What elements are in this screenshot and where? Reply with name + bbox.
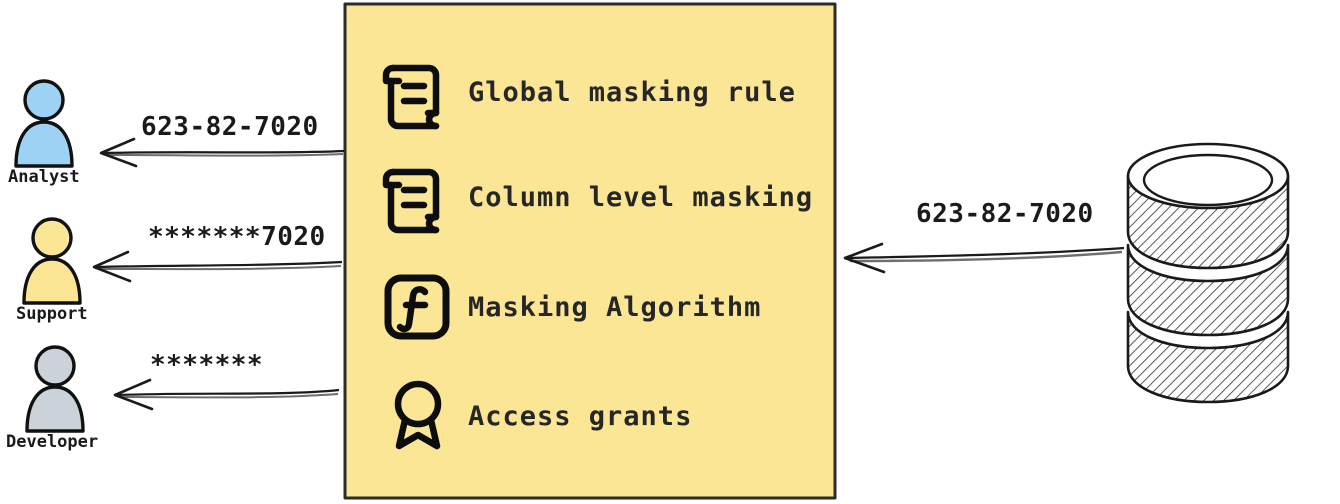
scroll-icon xyxy=(382,168,440,234)
masking-policy-panel: Global masking rule Column level masking xyxy=(343,2,837,500)
policy-item-global-masking-rule[interactable]: Global masking rule xyxy=(382,64,796,130)
actor-label: Developer xyxy=(6,432,98,452)
flow-label-developer: ******* xyxy=(150,350,263,380)
actor-label: Support xyxy=(16,304,88,324)
policy-item-column-level-masking[interactable]: Column level masking xyxy=(382,168,813,234)
function-icon xyxy=(384,274,450,340)
flow-arrow-support xyxy=(92,250,343,283)
database-icon[interactable] xyxy=(1126,142,1290,404)
person-icon xyxy=(25,345,85,433)
policy-item-label: Access grants xyxy=(468,401,692,432)
actor-analyst[interactable]: Analyst xyxy=(8,79,80,187)
policy-item-masking-algorithm[interactable]: Masking Algorithm xyxy=(384,274,761,340)
person-icon xyxy=(22,217,82,305)
policy-item-access-grants[interactable]: Access grants xyxy=(394,380,692,450)
flow-arrow-analyst xyxy=(99,137,345,168)
actor-support[interactable]: Support xyxy=(16,217,88,324)
flow-label-database: 623-82-7020 xyxy=(916,199,1094,229)
flow-arrow-database xyxy=(843,242,1125,274)
policy-item-label: Global masking rule xyxy=(468,77,796,108)
scroll-icon xyxy=(382,64,440,130)
flow-label-analyst: 623-82-7020 xyxy=(141,112,319,142)
policy-item-label: Masking Algorithm xyxy=(468,292,761,323)
policy-item-label: Column level masking xyxy=(468,182,813,213)
award-icon xyxy=(394,380,442,450)
actor-developer[interactable]: Developer xyxy=(6,345,98,452)
flow-label-support: *******7020 xyxy=(148,222,326,252)
person-icon xyxy=(14,79,74,168)
flow-arrow-developer xyxy=(113,378,340,411)
actor-label: Analyst xyxy=(8,167,80,187)
